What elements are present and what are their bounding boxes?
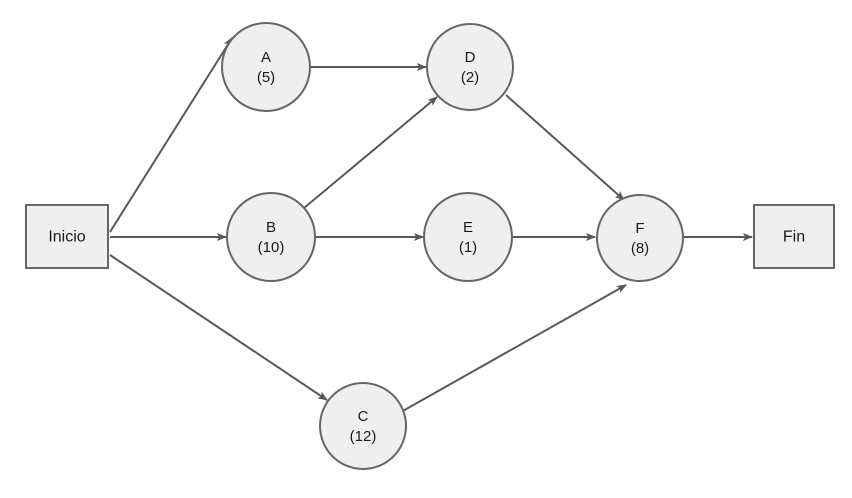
terminal-node-inicio[interactable]: Inicio xyxy=(25,204,109,269)
edge-c-to-f xyxy=(400,284,627,413)
node-label-b: B xyxy=(266,219,276,236)
terminal-shape-inicio xyxy=(25,204,109,269)
node-duration-f: (8) xyxy=(631,240,649,257)
activity-node-f[interactable]: F (8) xyxy=(596,194,684,282)
nodes-layer: Inicio Fin A (5) B (10) C (12) D (2) E (1) F (8) xyxy=(25,22,835,470)
node-duration-e: (1) xyxy=(459,239,477,256)
activity-node-a[interactable]: A (5) xyxy=(221,22,311,112)
edge-inicio-to-a xyxy=(109,37,233,233)
terminal-label-fin: Fin xyxy=(783,229,805,246)
node-duration-a: (5) xyxy=(257,69,275,86)
node-shape-f xyxy=(596,194,684,282)
terminal-label-inicio: Inicio xyxy=(48,229,85,246)
node-shape-e xyxy=(423,192,513,282)
activity-node-b[interactable]: B (10) xyxy=(226,192,316,282)
activity-node-c[interactable]: C (12) xyxy=(319,382,407,470)
terminal-shape-fin xyxy=(753,204,835,269)
node-label-e: E xyxy=(463,219,473,236)
node-label-a: A xyxy=(261,49,271,66)
edge-d-to-f xyxy=(505,94,625,201)
node-duration-c: (12) xyxy=(350,428,377,445)
terminal-node-fin[interactable]: Fin xyxy=(753,204,835,269)
node-duration-b: (10) xyxy=(258,239,285,256)
activity-node-d[interactable]: D (2) xyxy=(426,23,514,111)
edge-inicio-to-c xyxy=(109,254,328,401)
node-shape-d xyxy=(426,23,514,111)
node-shape-b xyxy=(226,192,316,282)
node-label-d: D xyxy=(465,49,476,66)
node-label-f: F xyxy=(635,220,644,237)
node-shape-a xyxy=(221,22,311,112)
node-shape-c xyxy=(319,382,407,470)
edge-b-to-d xyxy=(303,96,438,209)
node-label-c: C xyxy=(358,408,369,425)
edges-layer xyxy=(109,37,753,413)
node-duration-d: (2) xyxy=(461,69,479,86)
activity-node-e[interactable]: E (1) xyxy=(423,192,513,282)
